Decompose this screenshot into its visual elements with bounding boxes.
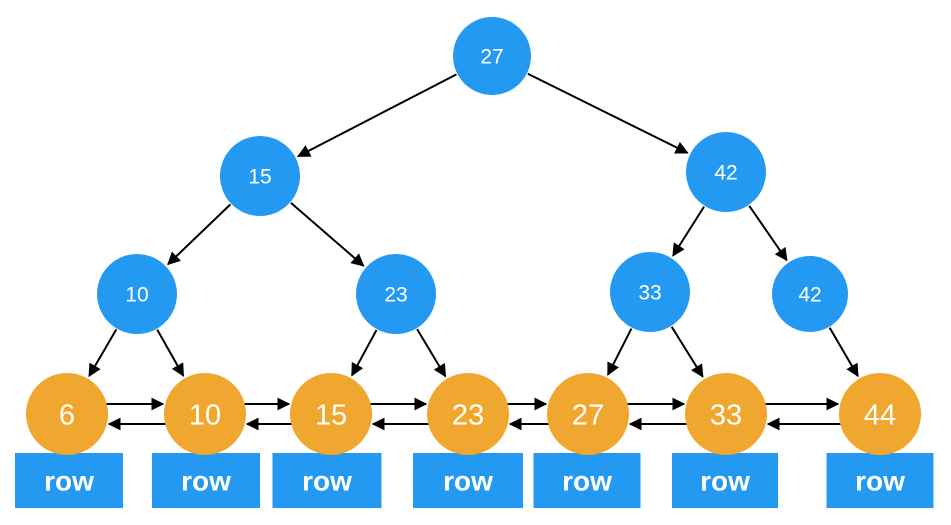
tree-edge-i33-l33 [670, 326, 704, 378]
internal-node-label: 42 [798, 284, 821, 307]
internal-node-15 [220, 136, 300, 216]
row-boxes-layer: row row row row row row row [15, 453, 934, 508]
internal-node-label: 33 [638, 282, 661, 305]
edges-layer [88, 72, 859, 431]
leaf-node-23 [427, 373, 509, 455]
internal-node-label: 23 [384, 284, 407, 307]
leaf-node-label: 27 [572, 399, 604, 431]
leaf-node-6 [26, 373, 108, 455]
tree-edge-i15-i23 [290, 202, 365, 267]
tree-edge-root-i42 [527, 72, 689, 154]
leaf-node-10 [164, 373, 246, 455]
tree-edge-i42b-l44 [828, 327, 859, 378]
row-box [272, 453, 382, 508]
internal-node-label: 10 [125, 284, 148, 307]
internal-node-42 [686, 132, 766, 212]
internal-node-23 [356, 254, 436, 334]
row-box-label: row [562, 466, 612, 497]
internal-node-label: 27 [480, 46, 503, 69]
tree-edge-i42-i33 [672, 206, 705, 257]
leaf-node-33 [685, 373, 767, 455]
internal-node-27 [453, 17, 531, 95]
row-box-label: row [44, 466, 94, 497]
leaf-node-label: 23 [452, 399, 484, 431]
row-box-label: row [181, 466, 231, 497]
leaf-node-label: 10 [189, 399, 221, 431]
nodes-layer: 27 15 42 10 23 33 42 6 10 15 23 27 33 44 [26, 17, 921, 455]
row-box-label: row [700, 466, 750, 497]
internal-node-label: 15 [248, 166, 271, 189]
tree-edge-i33-l27 [607, 328, 633, 376]
leaf-node-15 [290, 373, 372, 455]
leaf-node-label: 33 [710, 399, 742, 431]
internal-node-label: 42 [714, 162, 737, 185]
tree-edge-i23-l15 [351, 329, 378, 377]
leaf-node-label: 15 [315, 399, 347, 431]
tree-edge-i10-l10 [156, 329, 185, 377]
leaf-node-label: 6 [59, 399, 75, 431]
row-box-label: row [443, 466, 493, 497]
tree-edge-i15-i10 [167, 203, 232, 266]
row-box [413, 453, 523, 508]
leaf-node-27 [547, 373, 629, 455]
row-box [152, 453, 260, 508]
row-box [533, 453, 641, 508]
leaf-node-44 [839, 373, 921, 455]
row-box-label: row [855, 466, 905, 497]
row-box-label: row [302, 466, 352, 497]
row-box [826, 453, 934, 508]
tree-edge-i10-l6 [88, 328, 118, 378]
internal-node-10 [97, 254, 177, 334]
tree-edge-i23-l23 [416, 328, 447, 378]
internal-node-33 [610, 252, 690, 332]
tree-edge-i42-i42b [748, 205, 788, 262]
tree-edge-root-i15 [297, 73, 457, 158]
row-box [15, 453, 123, 508]
internal-node-42 [772, 256, 848, 332]
row-box [672, 453, 778, 508]
leaf-node-label: 44 [864, 399, 896, 431]
